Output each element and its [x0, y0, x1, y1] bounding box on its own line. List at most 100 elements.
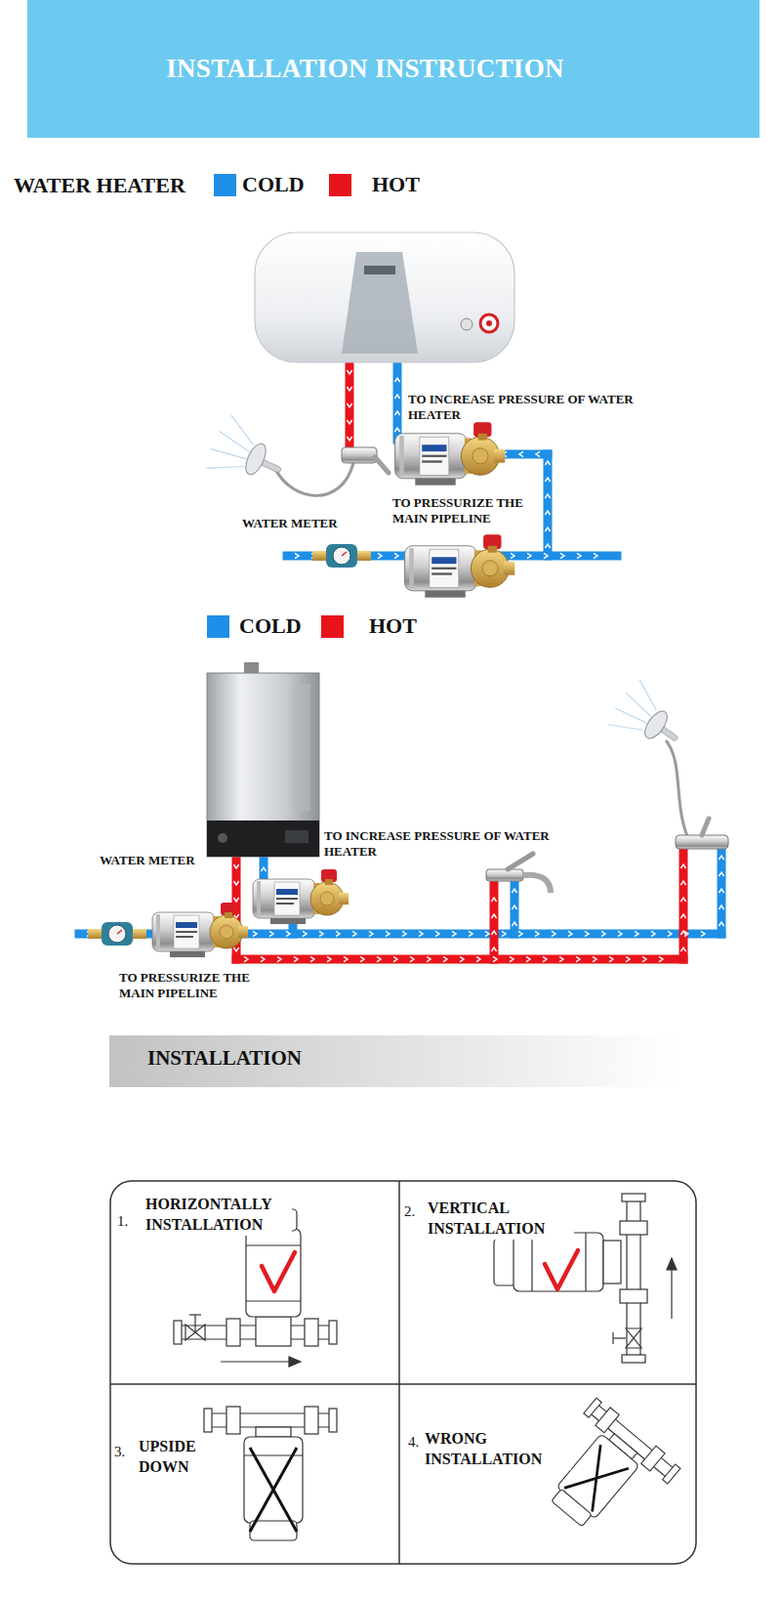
- flow-arrow: [519, 451, 524, 456]
- line-shape: [625, 1192, 627, 1362]
- flow-arrow: [568, 930, 573, 936]
- flow-arrow: [459, 955, 464, 961]
- flow-arrow: [680, 913, 686, 918]
- node-text: HORIZONTALLY INSTALLATION: [145, 1193, 292, 1235]
- flow-arrow: [718, 855, 724, 860]
- path-shape: [544, 1249, 578, 1289]
- flow-arrow: [718, 904, 724, 909]
- flow-arrow: [680, 897, 686, 902]
- flow-arrow: [658, 955, 663, 961]
- g-shape: [605, 677, 693, 762]
- node-text: UPSIDE DOWN: [138, 1436, 221, 1478]
- flow-arrow: [443, 955, 448, 961]
- flow-arrow: [491, 946, 496, 951]
- flow-arrow: [651, 930, 656, 936]
- rect-shape: [364, 265, 396, 275]
- line-shape: [216, 430, 252, 452]
- path-shape: [507, 853, 534, 869]
- flow-arrow: [302, 930, 307, 936]
- gas-water-heater: [206, 661, 320, 857]
- flow-arrow: [346, 386, 352, 391]
- line-shape: [613, 1336, 626, 1338]
- rect-shape: [328, 1407, 337, 1432]
- flow-arrow: [680, 880, 686, 885]
- flow-arrow: [319, 930, 324, 936]
- flow-arrow: [377, 552, 382, 558]
- legend-text: COLD: [239, 613, 302, 639]
- flow-arrow: [526, 955, 531, 961]
- pipe: [259, 856, 269, 879]
- callout-label: WATER METER: [99, 852, 196, 868]
- flow-arrow: [700, 930, 705, 936]
- flow-arrow: [252, 930, 257, 936]
- rect-shape: [486, 868, 524, 881]
- rect-shape: [304, 1405, 319, 1434]
- flow-arrow: [269, 930, 274, 936]
- flow-arrow: [393, 955, 398, 961]
- flow-arrow: [559, 955, 564, 961]
- rect-shape: [493, 1237, 516, 1285]
- flow-arrow: [360, 955, 365, 961]
- polygon-shape: [666, 1257, 677, 1270]
- installation-cell: 2.VERTICAL INSTALLATION: [399, 1180, 697, 1384]
- pipe: [717, 848, 727, 934]
- line-shape: [531, 1232, 533, 1291]
- flow-arrow: [277, 955, 282, 961]
- flow-arrow: [544, 527, 550, 532]
- flow-arrow: [544, 477, 550, 482]
- upside-down-pump-drawing: [204, 1405, 337, 1540]
- flow-arrow: [551, 930, 556, 936]
- step-number: 1.: [117, 1211, 128, 1232]
- pipe: [236, 954, 684, 964]
- rect-shape: [619, 1288, 648, 1303]
- line-shape: [223, 414, 261, 446]
- flow-arrow: [491, 930, 496, 935]
- circle-shape: [460, 318, 473, 330]
- flow-arrow: [376, 955, 381, 961]
- flow-arrow: [335, 930, 340, 936]
- flow-arrow: [346, 369, 352, 374]
- flow-arrow: [593, 552, 598, 558]
- use-shape: [395, 421, 506, 485]
- circle-shape: [480, 314, 498, 332]
- flow-arrow: [426, 955, 431, 961]
- step-number: 4.: [408, 1432, 419, 1452]
- rect-shape: [304, 1317, 319, 1346]
- flow-arrow: [327, 955, 331, 961]
- flow-arrow: [244, 955, 248, 961]
- flow-arrow: [511, 921, 517, 926]
- rect-shape: [621, 1354, 646, 1362]
- flow-arrow: [394, 411, 400, 415]
- path-shape: [374, 456, 389, 473]
- flow-arrow: [352, 930, 357, 936]
- flow-arrow: [680, 930, 686, 935]
- flow-arrow: [435, 930, 440, 936]
- rect-shape: [206, 820, 320, 857]
- rect-shape: [255, 1315, 291, 1346]
- tilted-pump-drawing: [527, 1396, 682, 1551]
- flow-arrow: [394, 552, 399, 558]
- flow-arrow: [260, 955, 265, 961]
- flow-arrow: [544, 460, 550, 465]
- flow-arrow: [509, 955, 514, 961]
- flow-arrow: [667, 930, 672, 936]
- node-text: INSTALLATION: [147, 1034, 302, 1081]
- flow-arrow: [527, 552, 532, 558]
- pipe: [393, 362, 403, 440]
- path-shape: [625, 1327, 642, 1348]
- rect-shape: [204, 1407, 212, 1432]
- legend-text: COLD: [242, 171, 305, 198]
- line-shape: [110, 1382, 697, 1385]
- installation-cell: 1. HORIZONTALLY INSTALLATION: [110, 1180, 400, 1384]
- pipe: [679, 848, 689, 959]
- line-shape: [189, 1313, 202, 1315]
- line-shape: [584, 1232, 586, 1291]
- line-shape: [639, 1192, 641, 1362]
- flow-arrow: [343, 955, 348, 961]
- legend-text: HOT: [369, 613, 417, 639]
- installation-cell: 3.UPSIDE DOWN: [110, 1383, 400, 1563]
- pipe: [543, 453, 553, 556]
- rect-shape: [226, 1405, 241, 1434]
- path-shape: [341, 251, 418, 354]
- ellipse-shape: [640, 706, 671, 741]
